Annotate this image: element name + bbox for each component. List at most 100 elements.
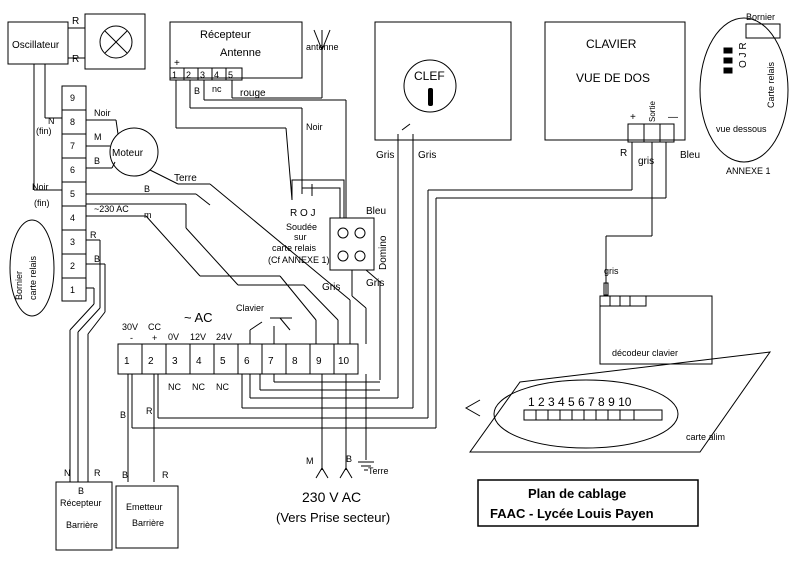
main-ac-title: ~ AC: [184, 310, 213, 325]
main-term-8: 8: [292, 356, 298, 367]
eb-r: R: [162, 470, 169, 480]
annexe-bornier-label: Bornier: [746, 12, 775, 22]
top-receiver-terminals: [169, 67, 243, 81]
osc-r-bottom: R: [72, 54, 79, 65]
lamp-icon: [99, 25, 133, 59]
motor-circle: [109, 127, 159, 177]
clavier-line1: CLAVIER: [586, 37, 637, 51]
main-label-12v: 12V: [190, 332, 206, 342]
clavier-minus: —: [668, 112, 678, 123]
strip-ac-label: ~230 AC: [94, 204, 129, 214]
clavier-line2: VUE DE DOS: [576, 71, 650, 85]
receiver-term-5: 5: [228, 70, 233, 80]
receiver-antenna-label: Antenne: [220, 47, 261, 59]
receiver-label: Récepteur: [200, 29, 251, 41]
receiver-term-3: 3: [200, 70, 205, 80]
lamp-box: [84, 13, 146, 70]
antenna-wire-label: antenne: [306, 42, 339, 52]
carte-alim-board: [469, 351, 772, 453]
main-label-24v: 24V: [216, 332, 232, 342]
rb-b: B: [78, 486, 84, 496]
bornier-left-line2: carte relais: [28, 255, 38, 300]
strip-m-right: m: [144, 210, 152, 220]
clavier-bleu: Bleu: [680, 150, 700, 161]
main-term-4: 4: [196, 356, 202, 367]
strip-b-label: B: [94, 156, 100, 166]
clavier-r: R: [620, 148, 627, 159]
supply-b: B: [346, 454, 352, 464]
bornier-left-line1: Bornier: [14, 271, 24, 300]
roj-domino: Domino: [378, 235, 389, 270]
strip-num-8: 8: [70, 117, 75, 127]
strip-noir-top: Noir: [94, 108, 111, 118]
rb-r: R: [94, 468, 101, 478]
strip-fin-top: (fin): [36, 126, 52, 136]
annexe-carte-relais: Carte relais: [766, 61, 776, 108]
main-minus: -: [130, 333, 133, 343]
supply-m: M: [306, 456, 314, 466]
roj-carte-relais: carte relais: [272, 243, 317, 253]
main-term-3: 3: [172, 356, 178, 367]
main-r-label: R: [146, 406, 153, 416]
strip-n-label: N: [48, 116, 55, 126]
annexe-ellipse: [699, 17, 789, 163]
main-label-30v: 30V: [122, 322, 138, 332]
roj-cf: (Cf ANNEXE 1): [268, 255, 330, 265]
main-label-0v: 0V: [168, 332, 179, 342]
rb-n: N: [64, 468, 71, 478]
main-b-label: B: [120, 410, 126, 420]
strip-b-right: B: [144, 184, 150, 194]
main-nc-4: NC: [192, 382, 205, 392]
roj-gris-a: Gris: [322, 282, 340, 293]
strip-m-label: M: [94, 132, 102, 142]
strip-num-6: 6: [70, 165, 75, 175]
carte-alim-zoom: [493, 379, 679, 449]
receiver-b-label: B: [194, 86, 200, 96]
strip-num-9: 9: [70, 93, 75, 103]
strip-r3: R: [90, 230, 97, 240]
strip-num-5: 5: [70, 189, 75, 199]
rb-line1: Récepteur: [60, 498, 102, 508]
bornier-ellipse: [9, 219, 55, 317]
main-nc-5: NC: [216, 382, 229, 392]
strip-b2: B: [94, 254, 100, 264]
roj-letters: R O J: [290, 208, 316, 219]
key-lock-icon: [403, 59, 457, 113]
motor-label: Moteur: [112, 148, 144, 159]
emetteur-barriere-box: [115, 485, 179, 549]
receiver-term-2: 2: [186, 70, 191, 80]
strip-num-2: 2: [70, 261, 75, 271]
eb-line2: Barrière: [132, 518, 164, 528]
oscillator-box: [7, 21, 69, 65]
recepteur-barriere-box: [55, 481, 113, 551]
main-label-cc: CC: [148, 322, 161, 332]
strip-noir-bottom: Noir: [32, 182, 49, 192]
eb-line1: Emetteur: [126, 502, 163, 512]
supply-terre: Terre: [368, 466, 389, 476]
eb-b: B: [122, 470, 128, 480]
carte-alim-label: carte alim: [686, 432, 725, 442]
clavier-gris: gris: [638, 156, 654, 167]
roj-soudee: Soudée: [286, 222, 317, 232]
receiver-term-4: 4: [214, 70, 219, 80]
clef-gris-right: Gris: [418, 150, 436, 161]
annexe-bornier: [745, 23, 781, 39]
main-term-10: 10: [338, 356, 350, 367]
annexe-pins: O J R: [738, 42, 749, 68]
decoder-box: [599, 295, 713, 365]
annexe-vue-dessous: vue dessous: [716, 124, 767, 134]
clef-label: CLEF: [414, 69, 445, 83]
osc-r-top: R: [72, 16, 79, 27]
supply-line2: (Vers Prise secteur): [276, 510, 390, 525]
title-line2: FAAC - Lycée Louis Payen: [490, 506, 654, 521]
carte-alim-numbers: 1 2 3 4 5 6 7 8 9 10: [528, 395, 632, 409]
receiver-term-1: 1: [172, 70, 177, 80]
main-term-7: 7: [268, 356, 274, 367]
main-nc-3: NC: [168, 382, 181, 392]
clef-gris-left: Gris: [376, 150, 394, 161]
supply-line1: 230 V AC: [302, 489, 361, 505]
clavier-terminals: [627, 123, 675, 143]
domino-block: [329, 217, 375, 271]
